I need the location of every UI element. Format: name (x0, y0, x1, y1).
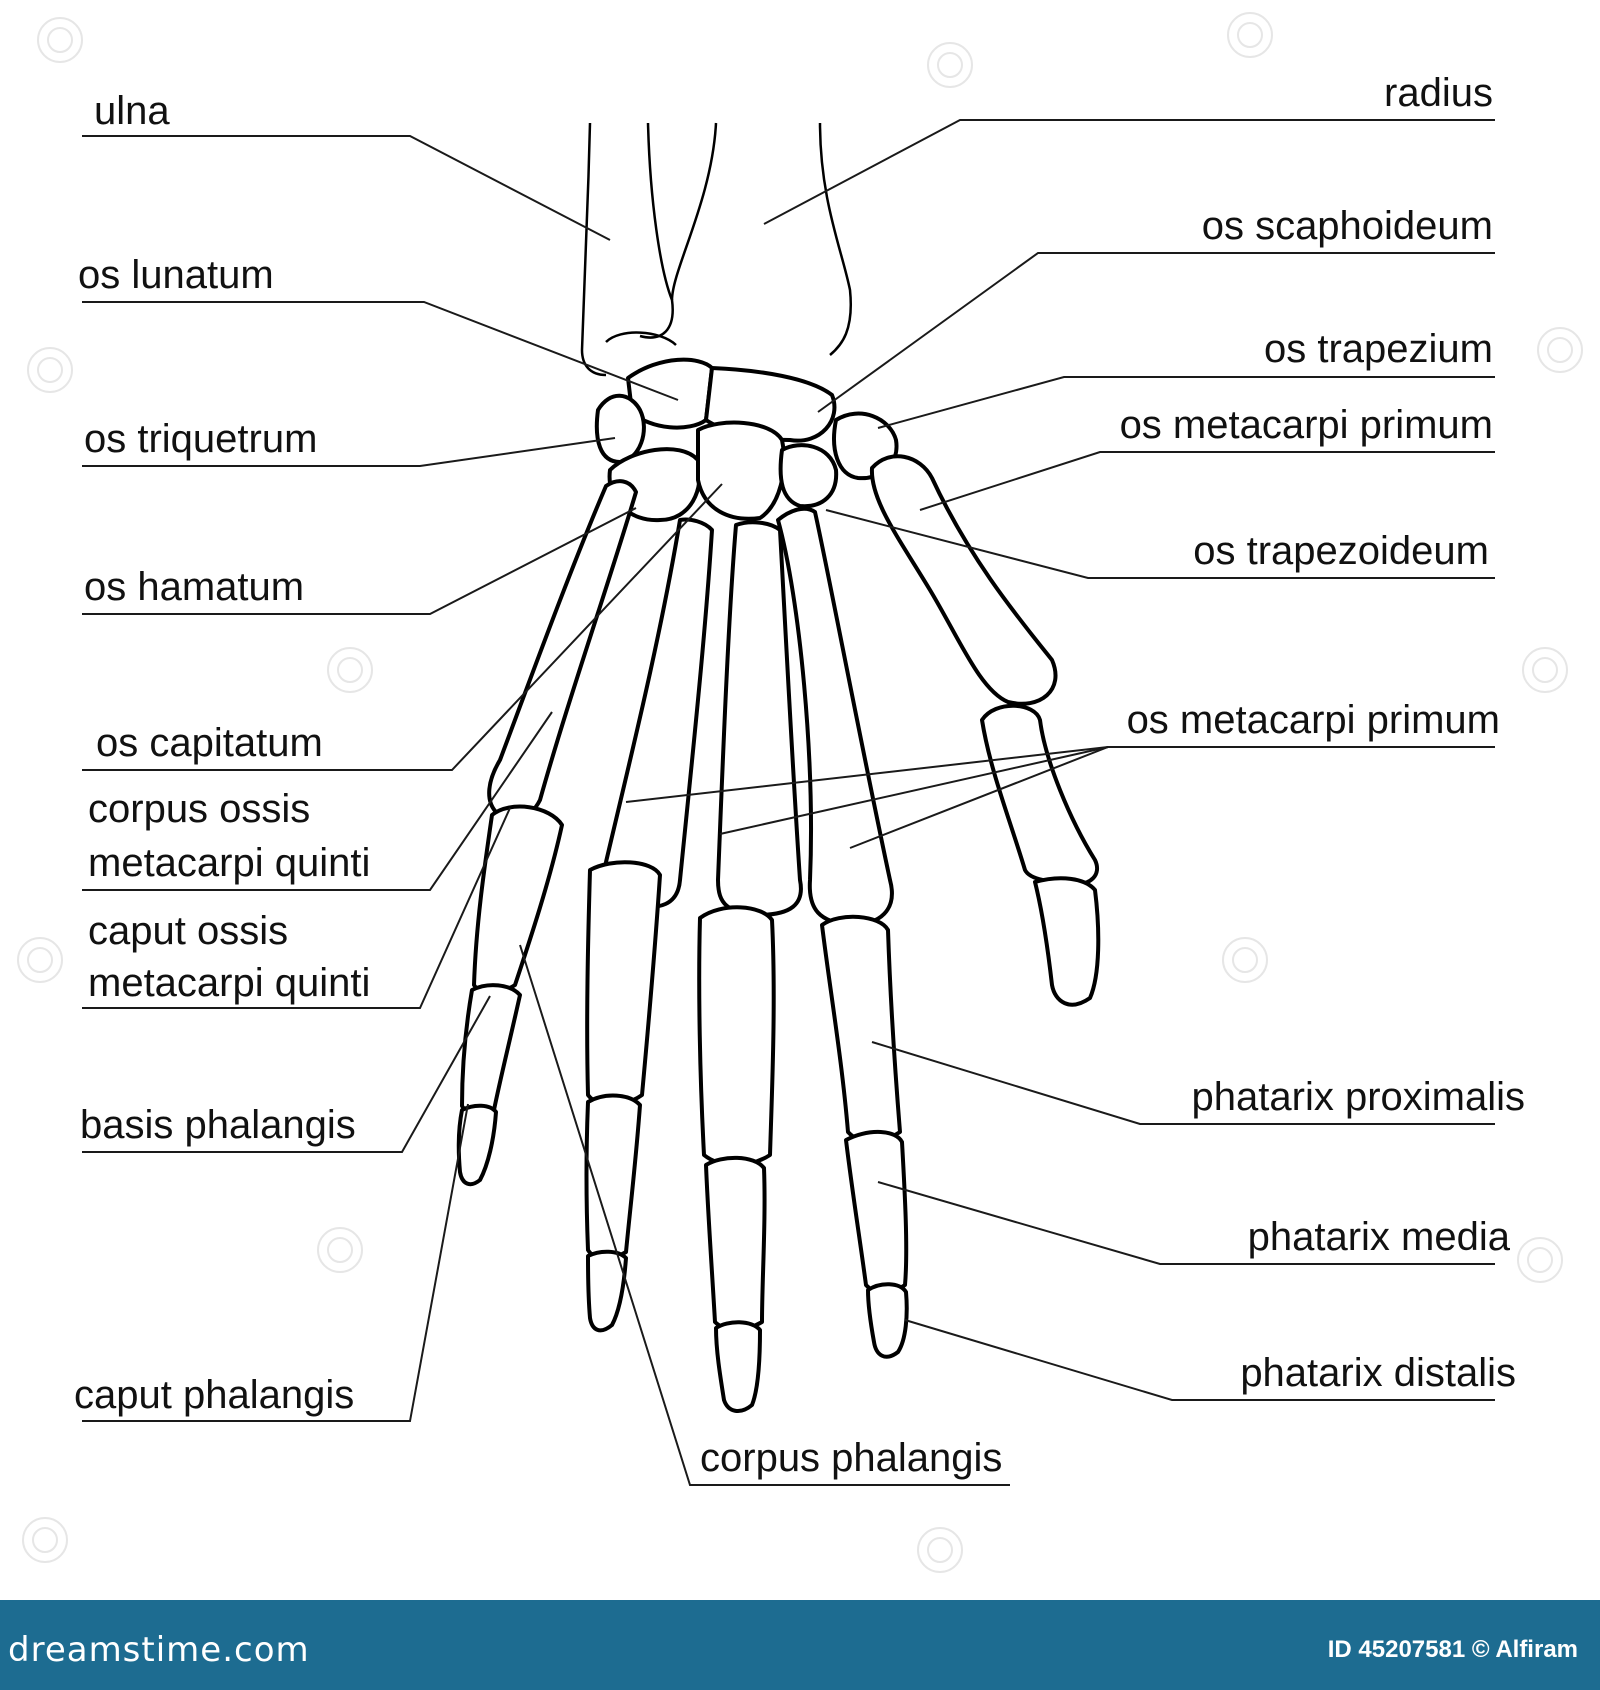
label-corpus-ossis-line1: corpus ossis (88, 787, 310, 831)
leader-radius (763, 119, 1495, 225)
little-proximal-phalanx (472, 804, 564, 995)
image-credit: ID 45207581 © Alfiram (1327, 1636, 1578, 1663)
label-basis-phalangis: basis phalangis (80, 1103, 356, 1147)
leader-os-metacarpi-primum-top (919, 451, 1495, 511)
label-os-lunatum: os lunatum (78, 253, 274, 297)
label-corpus-phalangis: corpus phalangis (700, 1436, 1002, 1480)
leader-lines (82, 119, 1495, 1486)
footer-bar: dreamstime.com ID 45207581 © Alfiram (0, 1600, 1600, 1690)
thumb-proximal-phalanx (980, 703, 1099, 887)
radius-bone (670, 122, 853, 356)
leader-os-metacarpi-primum-mid-b (719, 746, 1109, 835)
leader-phatarix-distalis (904, 1319, 1495, 1401)
label-radius: radius (1384, 71, 1493, 115)
middle-metacarpal-bone (716, 520, 803, 917)
label-phatarix-proximalis: phatarix proximalis (1192, 1075, 1525, 1119)
ulna-head (605, 331, 677, 346)
label-phatarix-distalis: phatarix distalis (1240, 1351, 1516, 1395)
index-proximal-phalanx (820, 914, 902, 1144)
leader-basis-phalangis (82, 995, 491, 1153)
label-corpus-ossis-line2: metacarpi quinti (88, 841, 370, 885)
os-capitatum-bone (696, 420, 786, 521)
leader-phatarix-media (877, 1181, 1495, 1265)
leader-os-scaphoideum (817, 252, 1495, 413)
middle-proximal-phalanx (697, 905, 776, 1167)
hand-skeleton-diagram: ulna radius os lunatum os scaphoideum os… (17, 12, 1583, 1573)
label-ulna: ulna (94, 89, 170, 133)
leader-corpus-phalangis (519, 944, 1010, 1486)
leader-os-triquetrum (82, 437, 616, 467)
ulna-bone (580, 122, 674, 377)
hand-bones (456, 122, 1101, 1413)
ring-metacarpal-bone (601, 517, 714, 910)
label-os-triquetrum: os triquetrum (84, 417, 317, 461)
leader-os-trapezoideum (825, 509, 1495, 579)
little-metacarpal-bone (487, 479, 638, 822)
os-trapezoideum-bone (778, 443, 839, 509)
leader-os-metacarpi-primum-mid-c (849, 746, 1109, 849)
middle-distal-phalanx (714, 1320, 762, 1413)
little-distal-phalanx (456, 1103, 498, 1187)
label-os-capitatum: os capitatum (96, 721, 323, 765)
brand-logo-text[interactable]: dreamstime.com (8, 1630, 310, 1670)
leader-os-capitatum (82, 483, 723, 771)
leader-caput-ossis (82, 807, 511, 1009)
os-triquetrum-bone (594, 393, 646, 464)
labels: ulna radius os lunatum os scaphoideum os… (74, 71, 1525, 1480)
label-phatarix-media: phatarix media (1248, 1215, 1511, 1259)
label-os-scaphoideum: os scaphoideum (1202, 204, 1493, 248)
middle-middle-phalanx (704, 1155, 767, 1332)
ring-middle-phalanx (584, 1093, 642, 1261)
label-os-metacarpi-primum-top: os metacarpi primum (1120, 403, 1493, 447)
label-caput-phalangis: caput phalangis (74, 1373, 354, 1417)
little-middle-phalanx (460, 983, 522, 1117)
leader-phatarix-proximalis (871, 1041, 1495, 1125)
index-metacarpal-bone (776, 506, 894, 927)
leader-os-trapezium (877, 376, 1495, 429)
watermark-pattern (17, 12, 1583, 1573)
index-middle-phalanx (844, 1129, 909, 1295)
leader-os-hamatum (82, 507, 637, 615)
label-caput-ossis-line1: caput ossis (88, 909, 288, 953)
thumb-distal-phalanx (1033, 876, 1101, 1007)
leader-os-lunatum (82, 301, 679, 401)
label-os-metacarpi-primum-mid: os metacarpi primum (1127, 698, 1500, 742)
label-os-hamatum: os hamatum (84, 565, 304, 609)
label-caput-ossis-line2: metacarpi quinti (88, 961, 370, 1005)
leader-caput-phalangis (82, 1103, 469, 1422)
ring-proximal-phalanx (585, 860, 662, 1108)
index-distal-phalanx (866, 1282, 909, 1359)
leader-corpus-ossis (82, 711, 553, 891)
thumb-metacarpal-bone (869, 454, 1058, 706)
label-os-trapezoideum: os trapezoideum (1193, 529, 1489, 573)
leader-ulna (82, 135, 611, 241)
label-os-trapezium: os trapezium (1264, 327, 1493, 371)
